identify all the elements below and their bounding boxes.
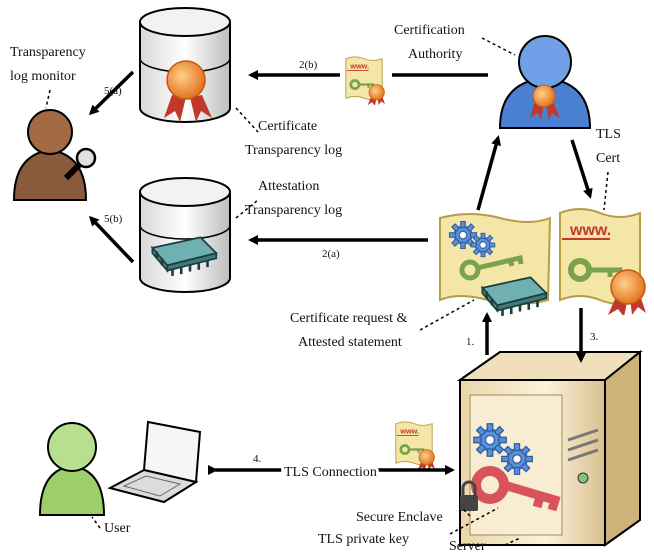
tls-connection-label: TLS Connection (284, 465, 377, 480)
server-label: Server (449, 539, 486, 554)
step-2a-label: 2(a) (322, 248, 340, 260)
at-log-label-line1: Attestation (258, 179, 319, 194)
request-label-line2: Attested statement (298, 335, 402, 350)
at-log-label-line2: Transparency log (245, 203, 342, 218)
monitor-label-line2: log monitor (10, 69, 76, 84)
user-person-icon (38, 422, 106, 516)
connection-certificate-icon (394, 420, 437, 470)
step-5b-label: 5(b) (104, 213, 123, 225)
certificate-transparency-log-icon (139, 7, 231, 123)
ca-label-line1: Certification (394, 23, 465, 38)
tls-cert-label-line2: Cert (596, 151, 620, 166)
attestation-transparency-log-icon (139, 177, 231, 293)
step-3-label: 3. (590, 331, 599, 343)
user-label: User (104, 521, 131, 536)
secure-enclave-label: Secure Enclave (356, 510, 443, 525)
step-2b-label: 2(b) (299, 59, 318, 71)
ct-log-label-line1: Certificate (258, 119, 317, 134)
certificate-request-icon (439, 213, 552, 316)
tls-private-key-label: TLS private key (318, 532, 409, 547)
tls-cert-label-line1: TLS (596, 127, 621, 142)
step-5a-label: 5(a) (104, 85, 122, 97)
step-4-label: 4. (253, 453, 262, 465)
authority-person-icon (498, 35, 592, 129)
arrow-request-to-ca (476, 135, 501, 211)
server-icon (456, 349, 643, 547)
monitor-person-icon (12, 109, 97, 201)
arrow-5a (88, 70, 135, 116)
arrow-5b (88, 215, 135, 264)
small-certificate-icon (344, 55, 387, 105)
step-1-label: 1. (466, 336, 475, 348)
monitor-label-line1: Transparency (10, 45, 86, 60)
ca-label-line2: Authority (408, 47, 462, 62)
request-label-line1: Certificate request & (290, 311, 408, 326)
laptop-icon (107, 420, 202, 504)
ct-log-label-line2: Transparency log (245, 143, 342, 158)
tls-cert-icon (560, 209, 646, 317)
arrow-ca-to-cert (570, 139, 593, 199)
